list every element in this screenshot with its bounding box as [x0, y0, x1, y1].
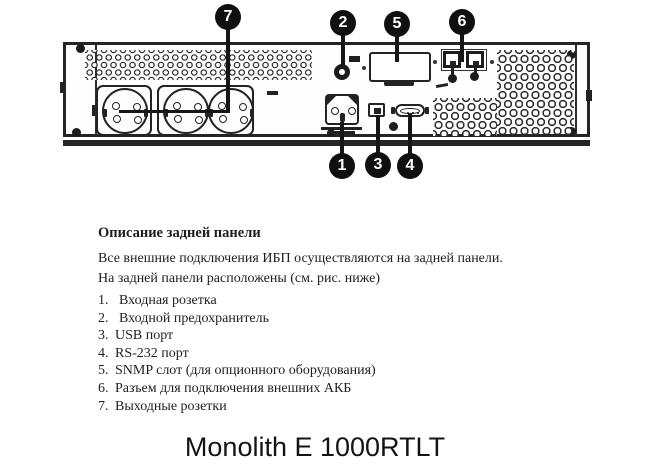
usb-contact-icon	[373, 108, 381, 114]
rs232-jack-post	[425, 107, 429, 114]
callout-1: 1	[329, 153, 355, 179]
battery-terminal-left	[443, 51, 461, 68]
chassis-base-strip	[63, 140, 590, 146]
panel-screw	[389, 122, 398, 131]
leader-line-4	[408, 114, 412, 155]
rack-screw-bottom-left	[72, 128, 81, 137]
item-text: Входной предохранитель	[119, 310, 270, 326]
inlet-chamfer-icon	[327, 96, 336, 105]
item-text: RS-232 порт	[115, 345, 189, 361]
leader-line-6	[460, 32, 464, 62]
battery-screw	[470, 72, 479, 81]
battery-contact-icon	[473, 61, 479, 65]
battery-screw-stem	[474, 68, 477, 75]
socket-hole-icon	[239, 103, 247, 111]
item-number: 2.	[98, 310, 109, 326]
rack-screw-top-left	[76, 44, 85, 53]
input-fuse-label-bar	[349, 56, 360, 62]
vent-grid-left	[85, 50, 312, 80]
leader-line-1	[340, 122, 344, 155]
callout-4: 4	[397, 153, 423, 179]
socket-clip-icon	[250, 109, 254, 117]
callout-5: 5	[384, 11, 410, 37]
right-ear-divider	[575, 45, 577, 137]
rs232-pin-field	[400, 107, 424, 114]
rs232-pin-icon	[407, 112, 409, 114]
battery-screw-stem	[451, 68, 454, 75]
battery-terminal-right	[466, 51, 484, 68]
list-item: 1. Входная розетка	[98, 292, 563, 310]
socket-hole-icon	[113, 115, 121, 123]
list-item: 5. SNMP слот (для опционного оборудования…	[98, 362, 563, 380]
item-number: 1.	[98, 293, 109, 308]
callout-6: 6	[449, 9, 475, 35]
snmp-slot	[369, 52, 431, 82]
panel-dash-mark	[267, 91, 278, 95]
leader-line-3	[376, 115, 380, 154]
socket-hole-icon	[112, 102, 120, 110]
mount-hole-icon	[362, 66, 366, 70]
item-number: 6.	[98, 380, 109, 396]
description-section: Описание задней панели Все внешние подкл…	[98, 225, 563, 415]
socket-hole-icon	[219, 115, 227, 123]
callout-2: 2	[330, 10, 356, 36]
item-number: 3.	[98, 328, 109, 344]
socket-clip-icon	[103, 109, 107, 117]
item-number: 5.	[98, 363, 109, 379]
socket-hole-icon	[174, 115, 182, 123]
rs232-pin-icon	[417, 112, 419, 114]
socket-clip-icon	[144, 109, 148, 117]
rs232-port	[395, 104, 425, 117]
rear-panel-figure: 7 2 5 6 1 3 4	[0, 0, 650, 215]
leader-line-7-horizontal	[119, 109, 230, 113]
right-side-latch	[586, 90, 592, 101]
rs232-pin-icon	[422, 112, 424, 114]
leader-line-5	[395, 34, 399, 62]
mount-hole-icon	[433, 60, 437, 64]
socket-clip-icon	[164, 109, 168, 117]
item-text: Входная розетка	[119, 293, 217, 308]
inlet-pin-hole-icon	[331, 107, 339, 115]
socket-hole-icon	[195, 116, 203, 124]
socket-hole-icon	[134, 116, 142, 124]
snmp-slot-tab	[384, 81, 414, 86]
mount-hole-icon	[490, 60, 494, 64]
item-text: Выходные розетки	[115, 398, 227, 414]
left-side-latch	[60, 82, 65, 93]
item-number: 7.	[98, 398, 109, 414]
inlet-pin-hole-icon	[348, 107, 356, 115]
intro-line-2: На задней панели расположены (см. рис. н…	[98, 271, 381, 286]
list-item: 6. Разъем для подключения внешних АКБ	[98, 380, 563, 398]
list-item: 4. RS-232 порт	[98, 345, 563, 363]
panel-tick-mark	[92, 105, 95, 116]
vent-grid-right-upper	[497, 50, 574, 136]
rear-panel-item-list: 1. Входная розетка 2. Входной предохраните…	[98, 292, 563, 415]
vent-grid-right-lower	[433, 98, 497, 136]
item-text: SNMP слот (для опционного оборудования)	[115, 363, 376, 379]
socket-clip-icon	[209, 109, 213, 117]
leader-line-2	[341, 33, 345, 65]
section-heading: Описание задней панели	[98, 225, 261, 241]
list-item: 3. USB порт	[98, 327, 563, 345]
socket-hole-icon	[240, 116, 248, 124]
model-title: Monolith E 1000RTLT	[184, 432, 446, 462]
intro-line-1: Все внешние подключения ИБП осуществляют…	[98, 251, 503, 266]
socket-clip-icon	[205, 109, 209, 117]
item-text: USB порт	[115, 328, 174, 344]
callout-3: 3	[365, 152, 391, 178]
item-text: Разъем для подключения внешних АКБ	[115, 380, 352, 396]
battery-screw	[448, 74, 457, 83]
inlet-chamfer-icon	[348, 96, 357, 105]
rs232-jack-post	[391, 107, 395, 114]
list-item: 2. Входной предохранитель	[98, 310, 563, 328]
inlet-ground-slot-icon	[340, 113, 345, 122]
ac-input-socket	[325, 94, 359, 125]
rs232-pin-icon	[412, 112, 414, 114]
input-fuse	[334, 64, 350, 80]
callout-7: 7	[215, 4, 241, 30]
list-item: 7. Выходные розетки	[98, 398, 563, 416]
item-number: 4.	[98, 345, 109, 361]
battery-contact-icon	[450, 61, 456, 65]
leader-line-7	[226, 27, 230, 112]
